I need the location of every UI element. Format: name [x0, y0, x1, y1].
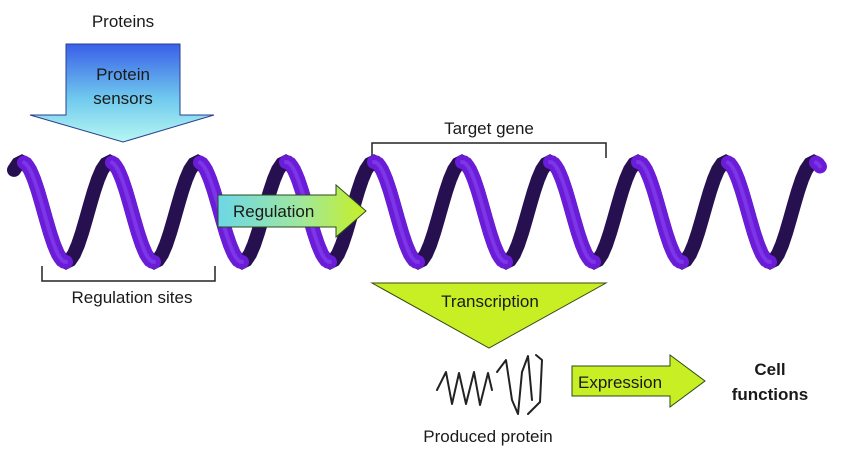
- transcription-arrow: [370, 282, 608, 349]
- proteins-label: Proteins: [92, 12, 154, 31]
- cell-functions-label-line1: Cell: [754, 360, 785, 379]
- protein-sensors-label-line1: Protein: [96, 65, 150, 84]
- regulation-label: Regulation: [233, 202, 314, 221]
- regulation-sites-bracket: [41, 266, 216, 282]
- regulation-sites-label: Regulation sites: [72, 288, 193, 307]
- produced-protein-chain: [436, 354, 543, 415]
- expression-arrow: [571, 354, 706, 408]
- transcription-label: Transcription: [441, 292, 539, 311]
- regulation-arrow: [217, 183, 367, 239]
- cell-functions-label-line2: functions: [732, 385, 809, 404]
- target-gene-label: Target gene: [444, 119, 534, 138]
- protein-sensors-arrow: [29, 43, 215, 143]
- expression-label: Expression: [578, 373, 662, 392]
- produced-protein-label: Produced protein: [423, 427, 552, 446]
- target-gene-bracket: [371, 142, 607, 158]
- protein-sensors-label-line2: sensors: [93, 89, 153, 108]
